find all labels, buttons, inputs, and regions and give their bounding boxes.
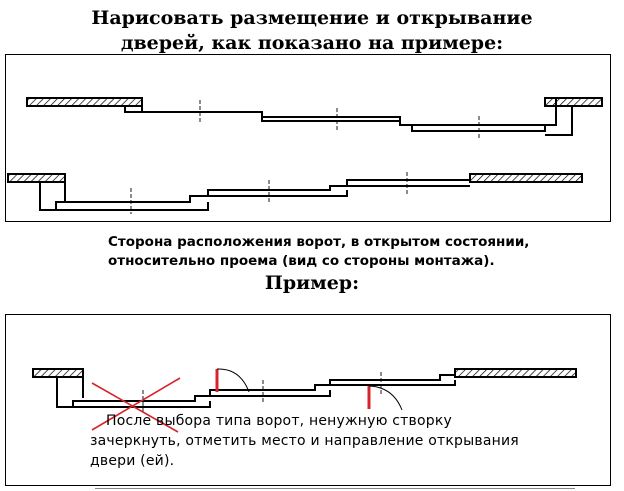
title-line-1: Нарисовать размещение и открывание	[91, 7, 533, 29]
page-title: Нарисовать размещение и открывание двере…	[0, 6, 624, 56]
step-rail-inner	[73, 380, 456, 408]
door-swing-arc	[368, 385, 403, 411]
step-rail	[55, 174, 471, 210]
note-line-2: зачеркнуть, отметить место и направление…	[90, 433, 519, 449]
diagram-frame-example	[5, 314, 611, 486]
wall-left	[26, 97, 143, 107]
wall-right	[469, 173, 583, 183]
wall-left	[32, 368, 84, 378]
top-diagram-upper	[26, 97, 603, 138]
bottom-rule	[95, 488, 575, 490]
door-swing-arc	[216, 368, 250, 393]
door-opening-1	[215, 368, 250, 393]
wall-left-return	[56, 377, 73, 408]
example-heading: Пример:	[264, 272, 360, 294]
caption-line-1: Сторона расположения ворот, в открытом с…	[108, 234, 530, 250]
cross-out-mark	[91, 377, 181, 433]
top-diagram-lower	[7, 172, 583, 214]
wall-left	[7, 173, 66, 183]
caption-line-2: относительно проема (вид со стороны монт…	[108, 253, 495, 269]
step-rail	[72, 374, 455, 407]
gate-side-caption: Сторона расположения ворот, в открытом с…	[108, 233, 588, 271]
step-rail-inner	[56, 185, 470, 211]
door-opening-2	[367, 385, 403, 411]
note-line-3: двери (ей).	[90, 453, 175, 469]
step-rail-inner	[141, 106, 545, 126]
note-line-1: После выбора типа ворот, ненужную створк…	[106, 413, 452, 429]
example-diagram	[32, 368, 577, 414]
wall-right	[544, 97, 603, 107]
title-line-2: дверей, как показано на примере:	[120, 32, 504, 54]
wall-left-return	[39, 182, 56, 211]
wall-right-return	[545, 105, 573, 136]
wall-right	[454, 368, 577, 378]
diagram-frame-top	[5, 54, 611, 222]
instruction-note: После выбора типа ворот, ненужную створк…	[90, 411, 600, 471]
step-rail	[124, 98, 557, 132]
